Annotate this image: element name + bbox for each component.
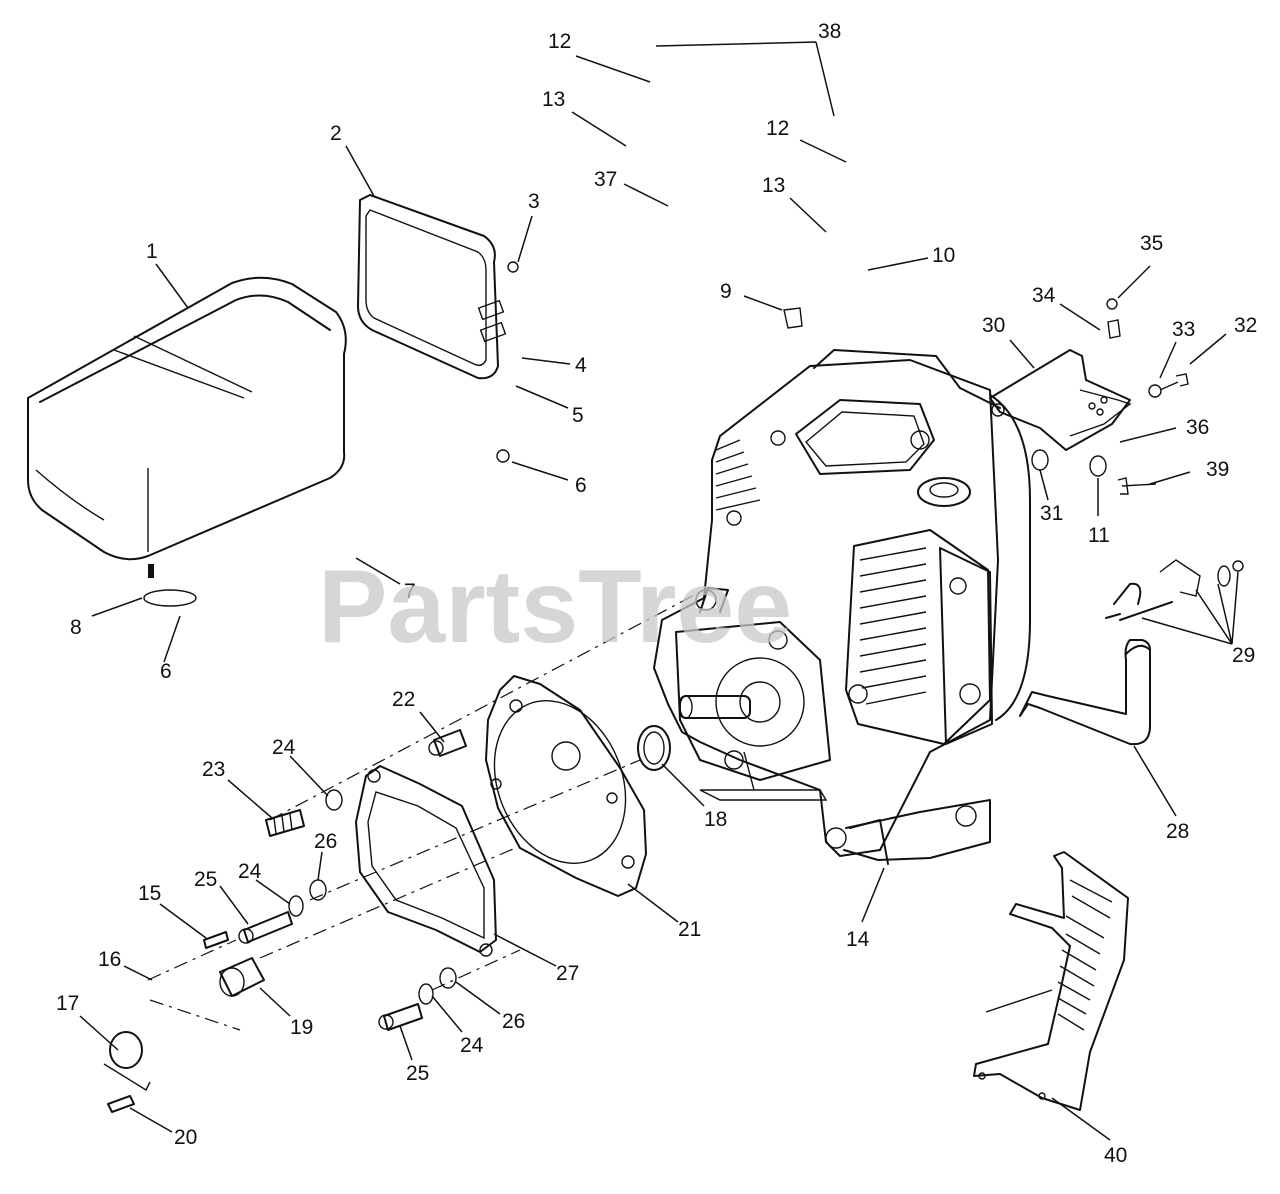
callout-40: 40 (1104, 1144, 1127, 1167)
callout-23: 23 (202, 758, 225, 781)
callout-5: 5 (572, 404, 584, 427)
callout-6b: 6 (160, 660, 172, 683)
callout-6a: 6 (575, 474, 587, 497)
callout-14: 14 (846, 928, 870, 951)
callout-2: 2 (330, 122, 342, 145)
callout-12a: 12 (548, 30, 571, 53)
callout-25a: 25 (194, 868, 217, 891)
callout-39: 39 (1206, 458, 1229, 481)
callout-33: 33 (1172, 318, 1195, 341)
callout-34: 34 (1032, 284, 1056, 307)
callout-31: 31 (1040, 502, 1063, 525)
callout-8: 8 (70, 616, 82, 639)
callout-36: 36 (1186, 416, 1209, 439)
callout-22: 22 (392, 688, 415, 711)
callout-30: 30 (982, 314, 1005, 337)
callout-9: 9 (720, 280, 732, 303)
callout-21: 21 (678, 918, 701, 941)
callout-25b: 25 (406, 1062, 429, 1085)
mounting-bracket (783, 298, 1189, 495)
hardware (103, 729, 467, 1113)
callout-32: 32 (1234, 314, 1257, 337)
callout-38: 38 (818, 20, 841, 43)
assembly-lines (147, 591, 701, 1031)
watermark: PartsTree (318, 549, 792, 665)
callout-35: 35 (1140, 232, 1163, 255)
callout-13b: 13 (762, 174, 785, 197)
callout-19: 19 (290, 1016, 313, 1039)
exhaust-pipe (1019, 559, 1244, 746)
callout-4: 4 (575, 354, 587, 377)
callout-18: 18 (704, 808, 727, 831)
callout-10: 10 (932, 244, 955, 267)
callout-1: 1 (146, 240, 158, 263)
callout-26a: 26 (314, 830, 337, 853)
guard-plate (973, 851, 1129, 1111)
callout-15: 15 (138, 882, 161, 905)
callout-24a: 24 (272, 736, 296, 759)
callout-11: 11 (1088, 524, 1110, 547)
callout-12b: 12 (766, 117, 789, 140)
leader-lines (79, 41, 1239, 1141)
callout-3: 3 (528, 190, 540, 213)
front-cover (485, 675, 671, 897)
callout-20: 20 (174, 1126, 197, 1149)
callout-27: 27 (556, 962, 579, 985)
callout-16: 16 (98, 948, 121, 971)
callout-37: 37 (594, 168, 617, 191)
fuel-tank (27, 276, 347, 578)
callout-24c: 24 (460, 1034, 484, 1057)
cover-gasket (355, 765, 497, 957)
callout-29: 29 (1232, 644, 1255, 667)
callout-7: 7 (404, 580, 416, 603)
callout-17: 17 (56, 992, 79, 1015)
callout-26b: 26 (502, 1010, 525, 1033)
callout-24b: 24 (238, 860, 262, 883)
callout-labels: 1 2 3 4 5 6 6 7 8 9 10 11 12 12 13 13 14… (56, 20, 1257, 1167)
callout-28: 28 (1166, 820, 1189, 843)
callout-13a: 13 (542, 88, 565, 111)
tank-strap (143, 194, 519, 607)
